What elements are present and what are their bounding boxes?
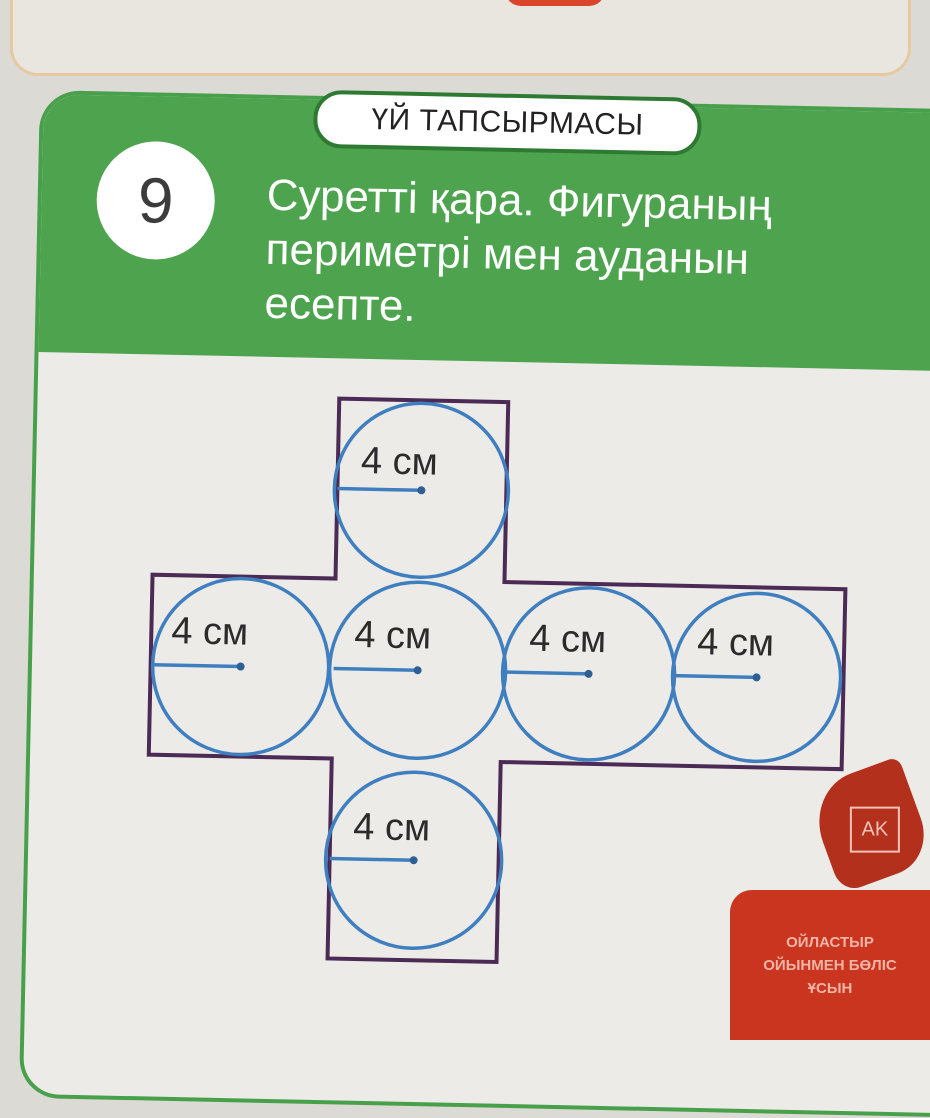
center-dot-right-2 (752, 673, 761, 682)
radius-label-right-2: 4 см (697, 621, 775, 665)
radius-label-right-1: 4 см (529, 618, 607, 662)
cross-figure: 4 см 4 см 4 см 4 см 4 см 4 см (146, 396, 848, 965)
center-dot-center (413, 666, 422, 675)
center-dot-left (236, 662, 245, 671)
radius-label-top: 4 см (361, 440, 439, 484)
figure-outline (146, 396, 848, 965)
badge-line-1: ОЙЛАСТЫР (786, 933, 874, 951)
circle-bottom (323, 770, 504, 950)
center-dot-top (417, 486, 426, 495)
ak-logo-text: AK (849, 806, 900, 853)
circle-top (332, 401, 511, 580)
radius-line-right-2 (673, 673, 757, 680)
radius-line-bottom (329, 856, 414, 862)
circle-right-2 (670, 591, 843, 764)
radius-line-right-1 (503, 670, 589, 676)
think-share-badge: ОЙЛАСТЫР ОЙЫНМЕН БӨЛІС ҰСЫН (730, 890, 930, 1040)
center-dot-right-1 (584, 669, 593, 678)
radius-line-top (337, 486, 422, 493)
radius-label-bottom: 4 см (353, 806, 431, 850)
badge-line-2: ОЙЫНМЕН БӨЛІС (763, 956, 897, 974)
radius-label-center: 4 см (354, 614, 432, 658)
center-dot-bottom (409, 856, 418, 865)
radius-line-left (152, 662, 241, 669)
radius-line-center (333, 666, 418, 673)
previous-red-decoration (505, 0, 605, 6)
radius-label-left: 4 см (171, 610, 249, 654)
previous-task-box (10, 0, 911, 76)
badge-line-3: ҰСЫН (807, 979, 853, 997)
